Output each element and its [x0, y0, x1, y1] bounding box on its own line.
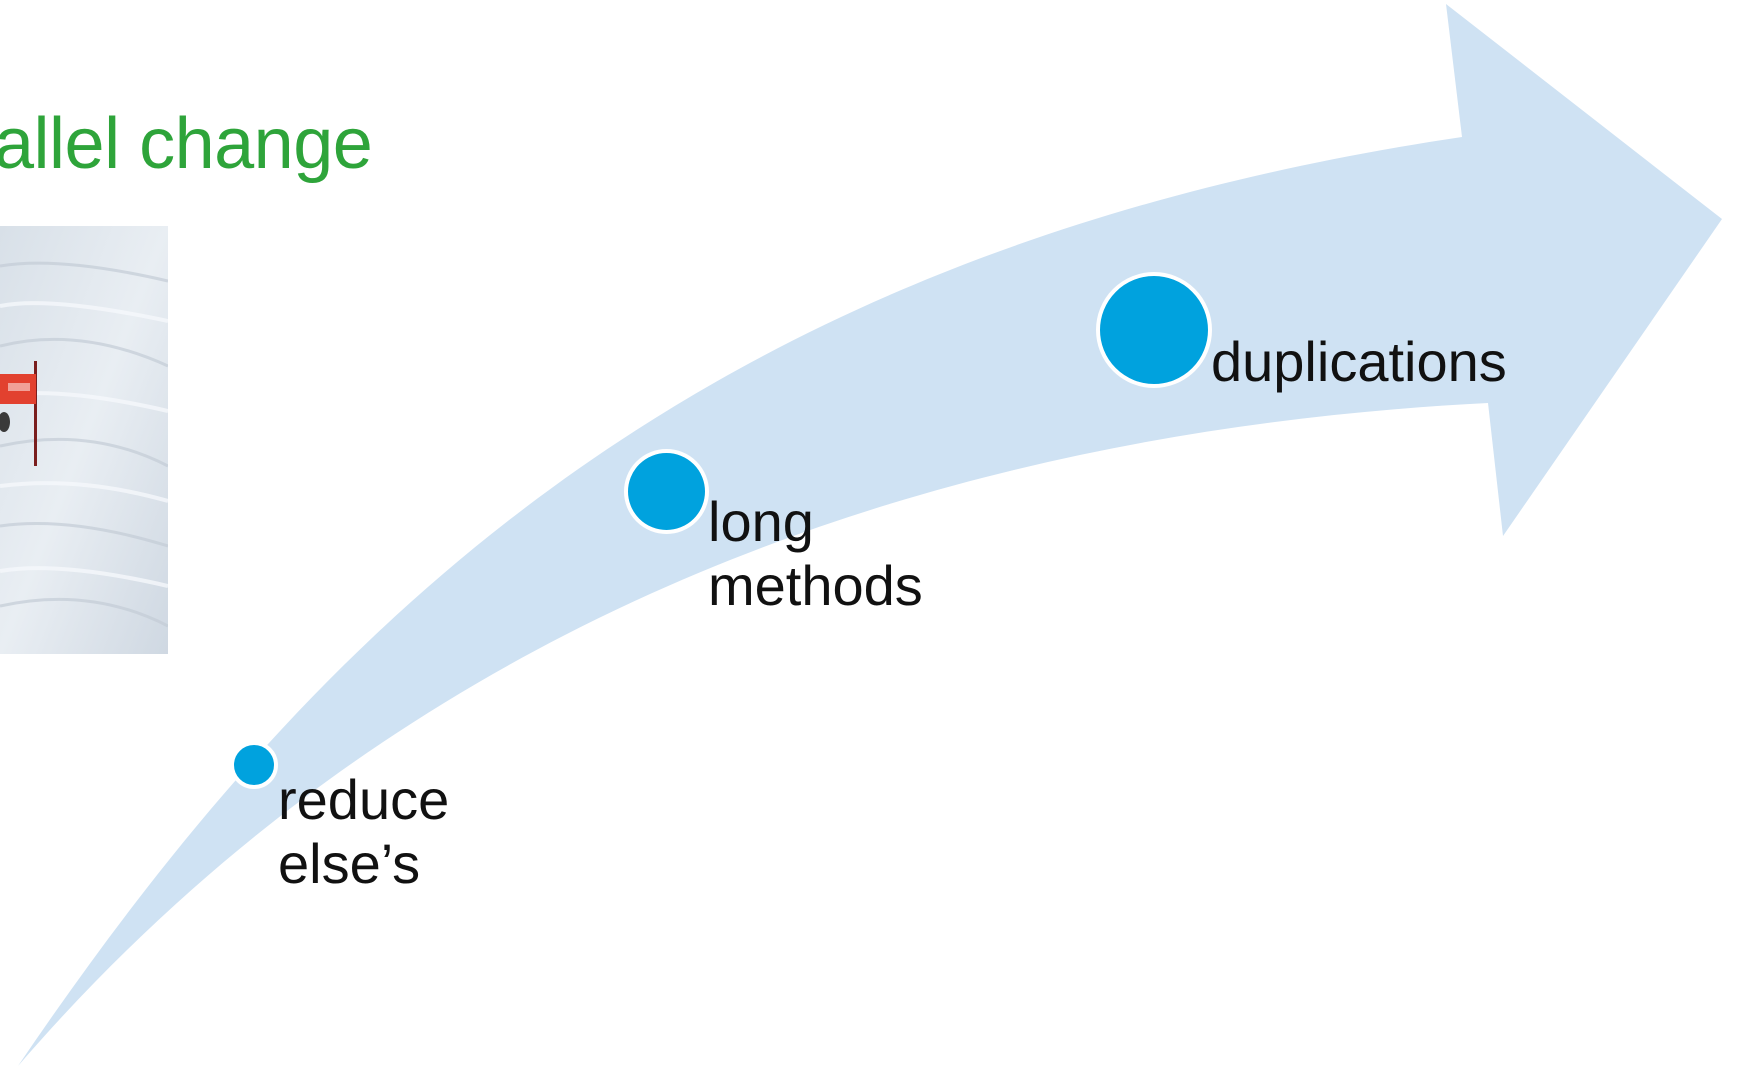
- step-label-long-methods: long methods: [708, 490, 923, 618]
- arrow-shape: [18, 4, 1722, 1066]
- step-label-line: reduce: [278, 768, 450, 831]
- step-label-line: duplications: [1211, 330, 1507, 393]
- step-label-line: long: [708, 490, 814, 553]
- milestone-dot-small: [230, 741, 278, 789]
- milestone-dot-large: [1096, 272, 1212, 388]
- step-label-reduce-elses: reduce else’s: [278, 768, 449, 896]
- step-label-duplications: duplications: [1211, 330, 1507, 394]
- step-label-line: methods: [708, 554, 923, 617]
- slide-title: allel change: [0, 104, 373, 184]
- milestone-dot-medium: [624, 449, 709, 534]
- ski-racer-photo: [0, 226, 168, 654]
- step-label-line: else’s: [278, 832, 421, 895]
